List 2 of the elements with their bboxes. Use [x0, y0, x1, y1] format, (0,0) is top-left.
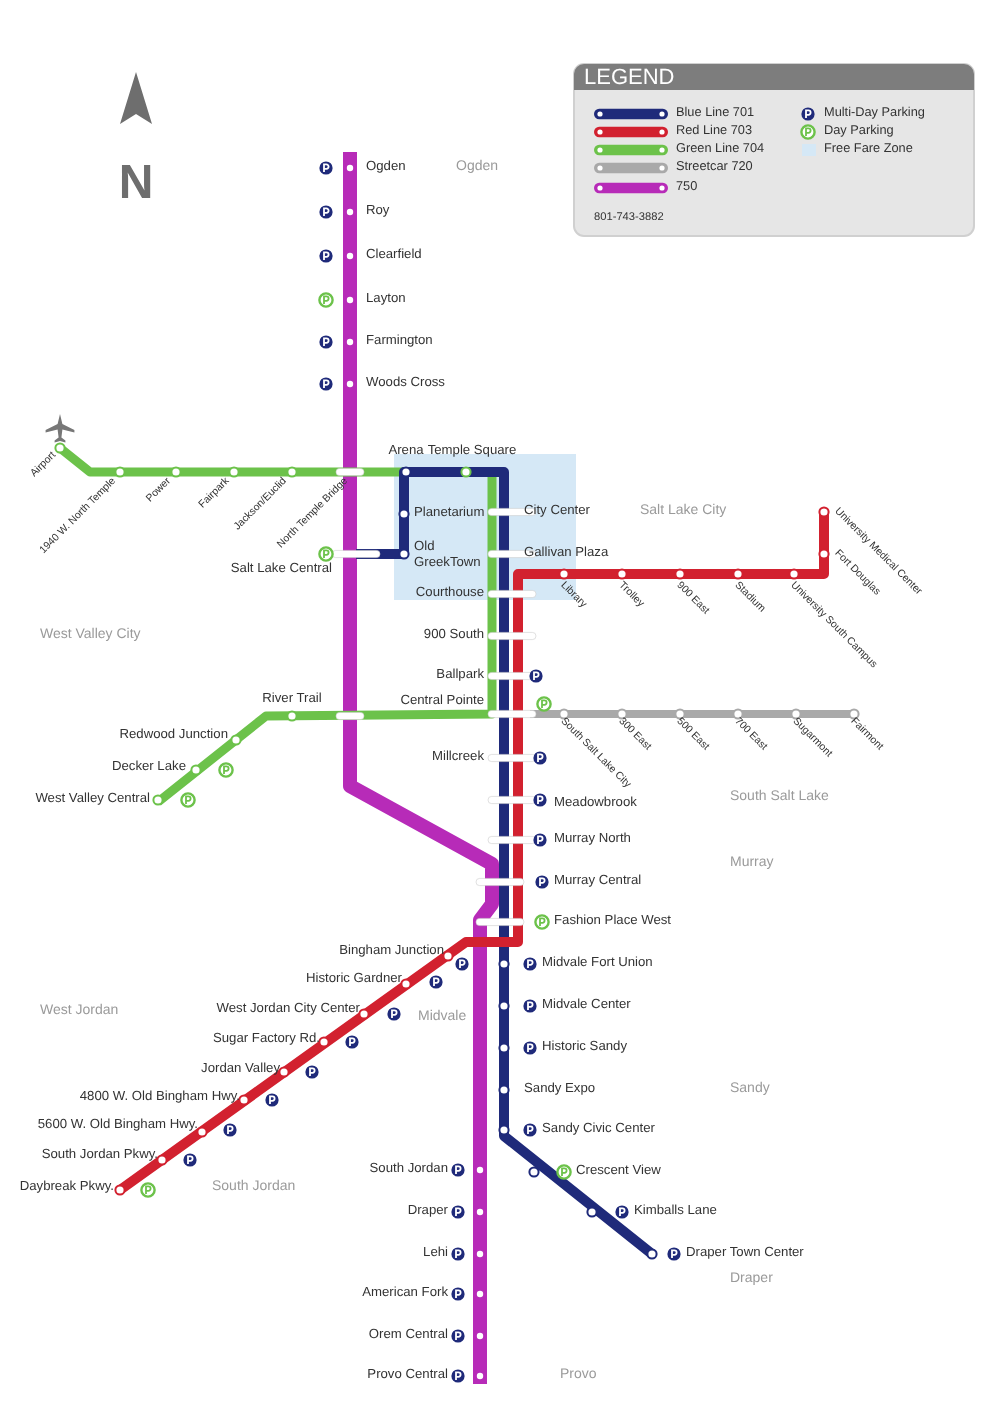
- north-label: N: [118, 160, 154, 208]
- legend-title: LEGEND: [584, 66, 675, 90]
